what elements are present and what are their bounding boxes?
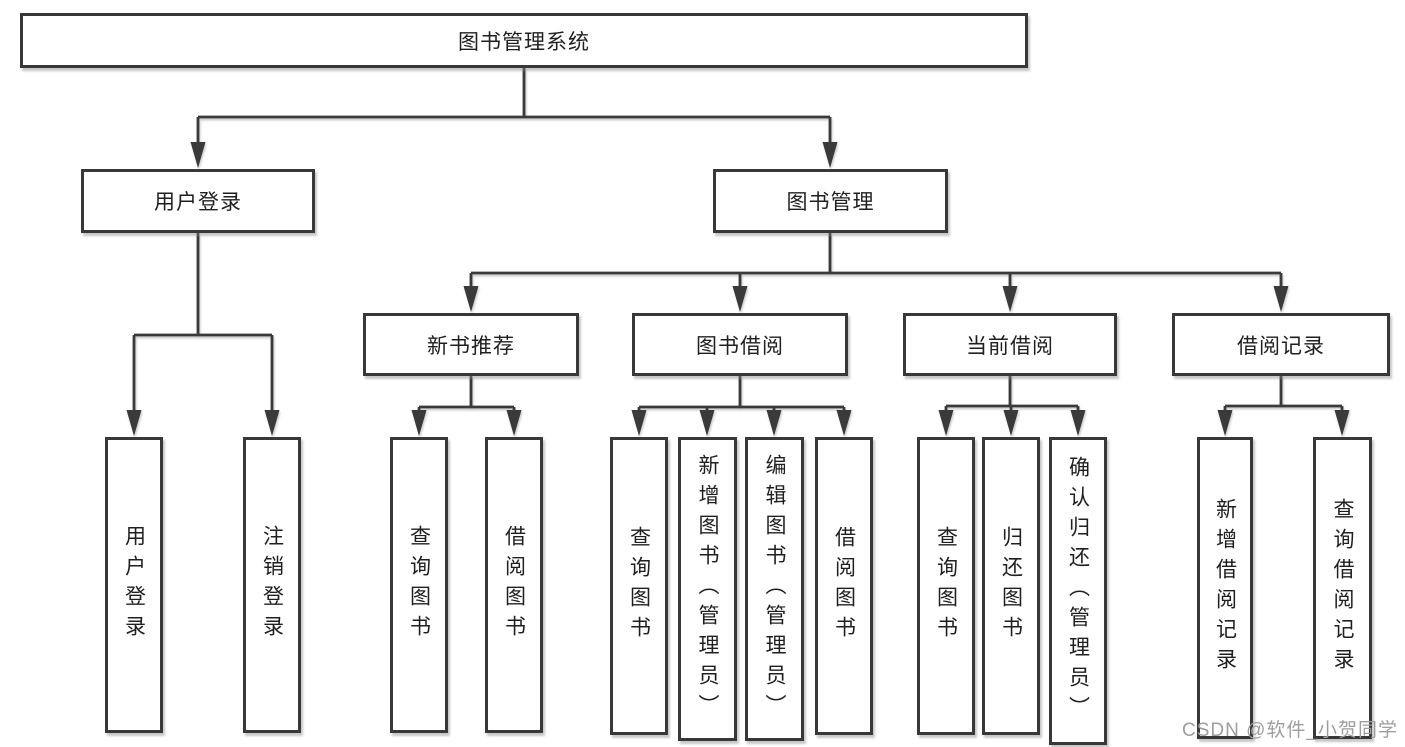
- leaf-query-books-recommend: 查询图书: [390, 437, 448, 733]
- node-borrowing-records: 借阅记录: [1172, 313, 1390, 376]
- node-book-management: 图书管理: [713, 169, 948, 233]
- leaf-return-books: 归还图书: [982, 437, 1040, 735]
- node-label: 用户登录: [154, 191, 242, 214]
- node-label: 新增图书（管理员）: [696, 454, 719, 724]
- node-label: 图书管理系统: [458, 30, 590, 54]
- leaf-query-books-current: 查询图书: [917, 437, 975, 735]
- node-label: 新增借阅记录: [1213, 498, 1237, 678]
- node-label: 借阅图书: [502, 525, 526, 645]
- leaf-query-borrow-record: 查询借阅记录: [1313, 437, 1372, 739]
- node-label: 借阅记录: [1237, 334, 1325, 358]
- leaf-user-login: 用户登录: [105, 437, 163, 733]
- leaf-query-books-borrowing: 查询图书: [610, 437, 668, 735]
- node-label: 编辑图书（管理员）: [763, 454, 786, 724]
- leaf-borrow-books: 借阅图书: [815, 437, 873, 735]
- watermark: CSDN @软件_小贺同学: [1182, 720, 1398, 741]
- node-user-login: 用户登录: [81, 169, 315, 233]
- node-label: 查询借阅记录: [1331, 498, 1354, 678]
- leaf-confirm-return-admin: 确认归还（管理员）: [1049, 437, 1107, 745]
- node-label: 用户登录: [122, 525, 146, 645]
- leaf-edit-books-admin: 编辑图书（管理员）: [745, 437, 804, 741]
- node-label: 归还图书: [999, 526, 1023, 646]
- leaf-add-borrow-record: 新增借阅记录: [1197, 437, 1253, 739]
- node-label: 查询图书: [627, 526, 651, 646]
- node-current-borrowing: 当前借阅: [903, 313, 1117, 376]
- node-new-book-recommendation: 新书推荐: [363, 313, 579, 376]
- node-label: 图书管理: [786, 191, 875, 214]
- node-label: 新书推荐: [427, 334, 515, 358]
- node-label: 当前借阅: [966, 334, 1054, 358]
- leaf-add-books-admin: 新增图书（管理员）: [678, 437, 737, 741]
- node-book-borrowing: 图书借阅: [632, 313, 848, 376]
- node-label: 查询图书: [407, 525, 431, 645]
- node-label: 确认归还（管理员）: [1066, 456, 1090, 726]
- node-label: 借阅图书: [832, 526, 856, 646]
- leaf-borrow-books-recommend: 借阅图书: [485, 437, 543, 733]
- node-label: 注销登录: [260, 525, 284, 645]
- node-label: 图书借阅: [696, 334, 784, 358]
- leaf-logout-login: 注销登录: [243, 437, 301, 733]
- node-library-management-system: 图书管理系统: [20, 13, 1028, 68]
- node-label: 查询图书: [934, 526, 958, 646]
